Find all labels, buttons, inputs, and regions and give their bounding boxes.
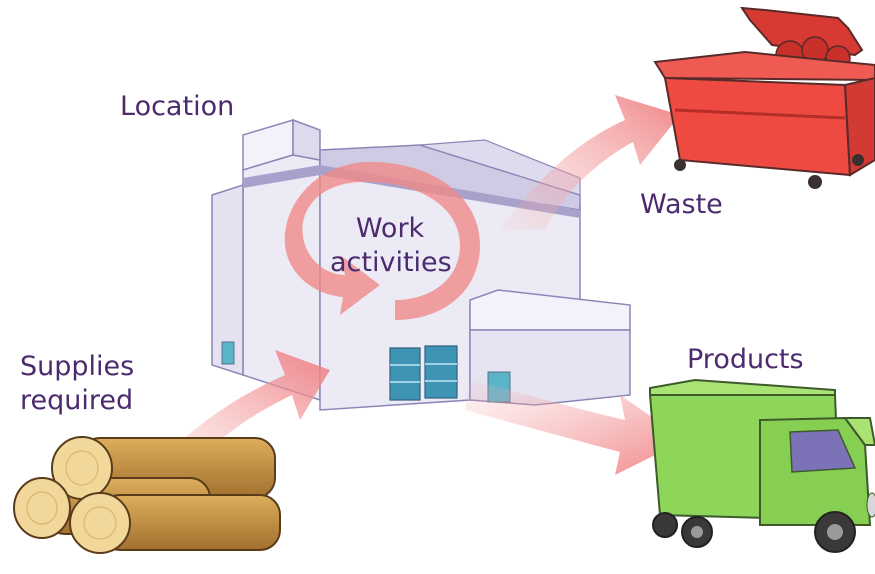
label-products: Products <box>687 344 804 375</box>
arrow-building-to-products <box>465 380 685 475</box>
logs-icon <box>13 436 281 554</box>
label-supplies-line1: Supplies <box>20 351 135 382</box>
label-work-activities: Work activities <box>330 212 452 280</box>
label-supplies-line2: required <box>20 385 134 416</box>
label-location: Location <box>120 91 235 122</box>
arrow-building-to-waste <box>500 95 680 230</box>
label-waste: Waste <box>640 189 723 220</box>
label-work-line1: Work <box>355 213 425 244</box>
label-supplies-required: Supplies required <box>20 350 134 418</box>
truck-icon <box>648 378 875 553</box>
label-work-line2: activities <box>330 247 452 278</box>
dumpster-icon <box>653 6 875 189</box>
cycle-arrow-icon <box>284 161 480 320</box>
